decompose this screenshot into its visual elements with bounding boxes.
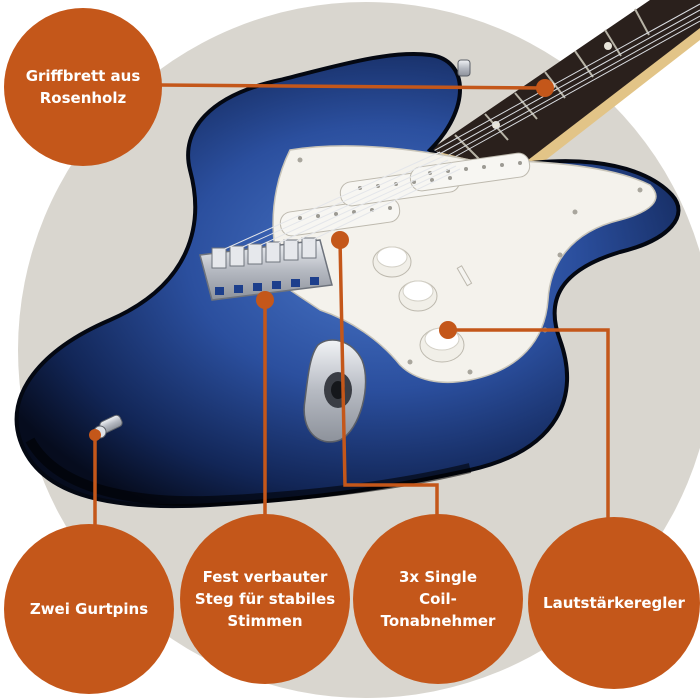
callout-volume-label: Lautstärkeregler	[543, 594, 685, 612]
callout-fretboard: Griffbrett aus Rosenholz	[4, 8, 162, 166]
callout-volume: Lautstärkeregler	[528, 517, 700, 689]
callout-strap-pins-label: Zwei Gurtpins	[29, 600, 149, 618]
callout-fretboard-label: Griffbrett aus Rosenholz	[25, 67, 141, 107]
callout-bridge: Fest verbauter Steg für stabiles Stimmen	[180, 514, 350, 684]
callout-strap-pins: Zwei Gurtpins	[4, 524, 174, 694]
output-jack-icon	[303, 339, 367, 443]
callout-pickups-label: 3x Single Coil-Tonabnehmer	[380, 568, 496, 630]
callout-pickups: 3x Single Coil-Tonabnehmer	[353, 514, 523, 684]
bridge-icon	[199, 237, 333, 301]
callout-dots	[89, 79, 554, 441]
callout-lines	[93, 83, 610, 530]
fretboard-neck	[429, 0, 700, 180]
callout-bridge-label: Fest verbauter Steg für stabiles Stimmen	[194, 568, 336, 630]
pickup-icon	[279, 152, 531, 237]
guitar-strings	[217, 151, 461, 253]
